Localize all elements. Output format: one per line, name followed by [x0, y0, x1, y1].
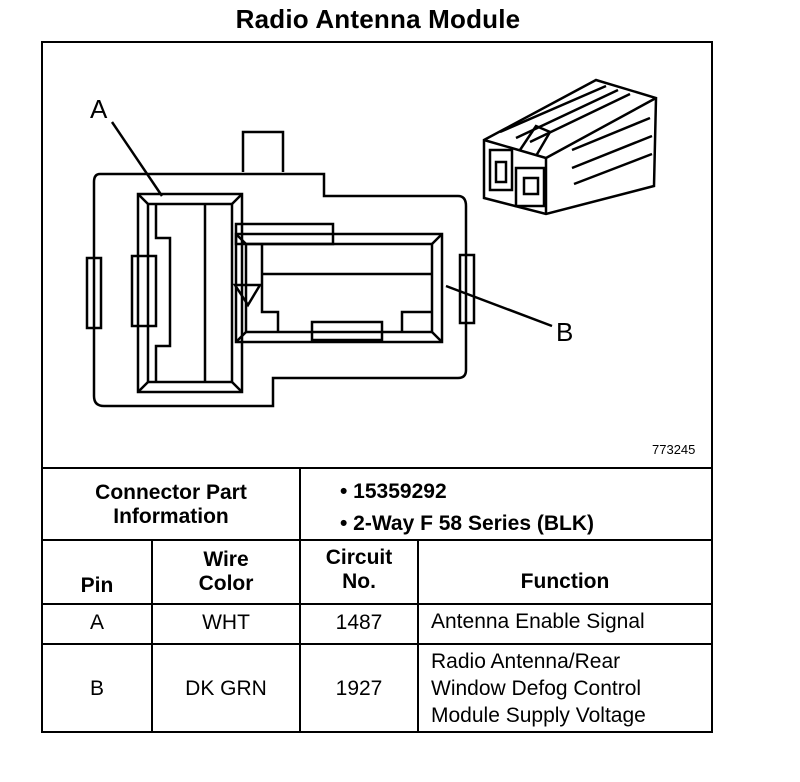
connector-series: • 2-Way F 58 Series (BLK) [340, 512, 594, 535]
header-circuit-line2: No. [342, 570, 376, 593]
connector-info-label-line2: Information [113, 505, 229, 528]
connector-info-label-line1: Connector Part [95, 481, 247, 504]
header-circuit: Circuit No. [302, 546, 416, 594]
row-b-function-line2: Window Defog Control [431, 677, 642, 700]
row-b-pin: B [89, 677, 104, 700]
row-a-circuit: 1487 [335, 611, 383, 634]
connector-face-drawing [85, 121, 553, 408]
connector-info-label: Connector Part Information [44, 481, 298, 529]
connector-iso-drawing [482, 78, 658, 216]
row-a-wire-color: WHT [202, 611, 250, 634]
row-a-function: Antenna Enable Signal [431, 610, 645, 633]
diagram-title: Radio Antenna Module [235, 4, 521, 34]
header-function: Function [520, 570, 610, 593]
header-pin: Pin [80, 574, 114, 597]
header-wire-color-line2: Color [198, 572, 254, 595]
row-b-wire-color: DK GRN [185, 677, 267, 700]
figure-number: 773245 [652, 442, 696, 457]
row-b-function: Radio Antenna/Rear Window Defog Control … [431, 648, 709, 729]
row-a-pin: A [89, 611, 104, 634]
connector-part-number: • 15359292 [340, 480, 447, 503]
callout-a: A [90, 94, 108, 124]
connector-info-items: • 15359292 • 2-Way F 58 Series (BLK) [340, 476, 708, 540]
callout-b: B [556, 317, 574, 347]
header-wire-color: Wire Color [154, 548, 298, 596]
row-b-circuit: 1927 [335, 677, 383, 700]
outer-border [41, 41, 713, 733]
header-wire-color-line1: Wire [203, 548, 249, 571]
row-b-function-line1: Radio Antenna/Rear [431, 650, 621, 673]
row-b-function-line3: Module Supply Voltage [431, 704, 646, 727]
header-circuit-line1: Circuit [325, 546, 393, 569]
